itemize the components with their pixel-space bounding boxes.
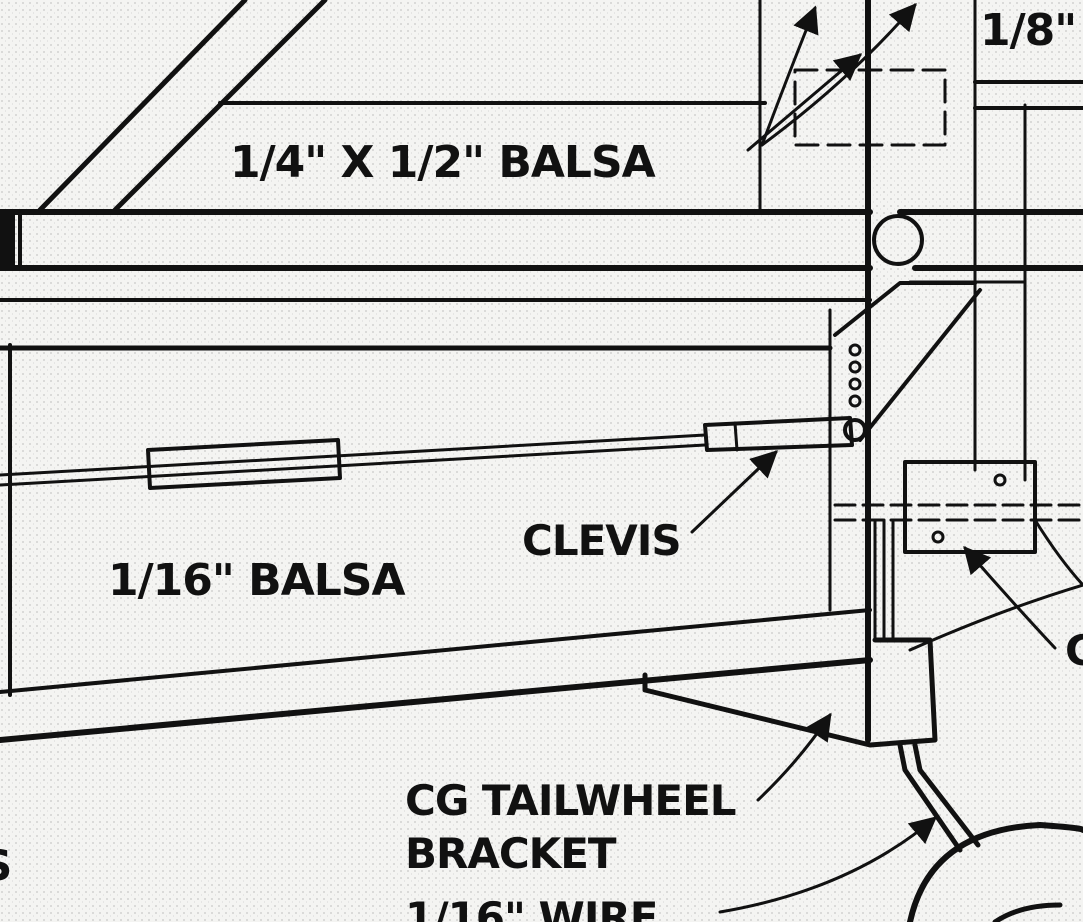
bottom-longerons xyxy=(0,608,873,743)
edge-label-right: C xyxy=(1065,626,1083,675)
tailwheel-bracket xyxy=(642,637,938,748)
balsa-spar-label: 1/4" X 1/2" BALSA xyxy=(230,137,656,188)
clevis-label: CLEVIS xyxy=(522,516,681,565)
spring-marks xyxy=(873,518,895,642)
pushrod-sleeve xyxy=(146,438,342,490)
tailwheel-assembly xyxy=(897,742,1083,922)
horn-hole xyxy=(848,343,862,357)
balsa-spar-band xyxy=(218,0,767,214)
lower-longeron xyxy=(0,298,872,351)
horn-hole xyxy=(848,394,862,408)
edge-label-top-right: 1/8" xyxy=(980,5,1076,56)
longeron-end-block xyxy=(0,212,15,268)
sheet-balsa-label: 1/16" BALSA xyxy=(108,555,405,606)
clevis-body xyxy=(703,416,854,452)
edge-label-left: S xyxy=(0,841,11,890)
tailwheel-bracket-label-line2: BRACKET xyxy=(405,829,617,878)
wire-label: 1/16" WIRE xyxy=(405,893,658,922)
sternpost xyxy=(865,0,1083,743)
balsa-sheet-panel xyxy=(8,308,832,697)
tailwheel-bracket-label-line1: CG TAILWHEEL xyxy=(405,776,736,825)
main-longeron xyxy=(0,209,873,271)
horn-hole xyxy=(848,377,862,391)
leader-arrows xyxy=(690,2,1057,914)
pushrod xyxy=(0,416,854,490)
horn-pivot xyxy=(843,418,867,442)
hinge-tube xyxy=(872,209,1083,284)
horn-hole xyxy=(848,360,862,374)
